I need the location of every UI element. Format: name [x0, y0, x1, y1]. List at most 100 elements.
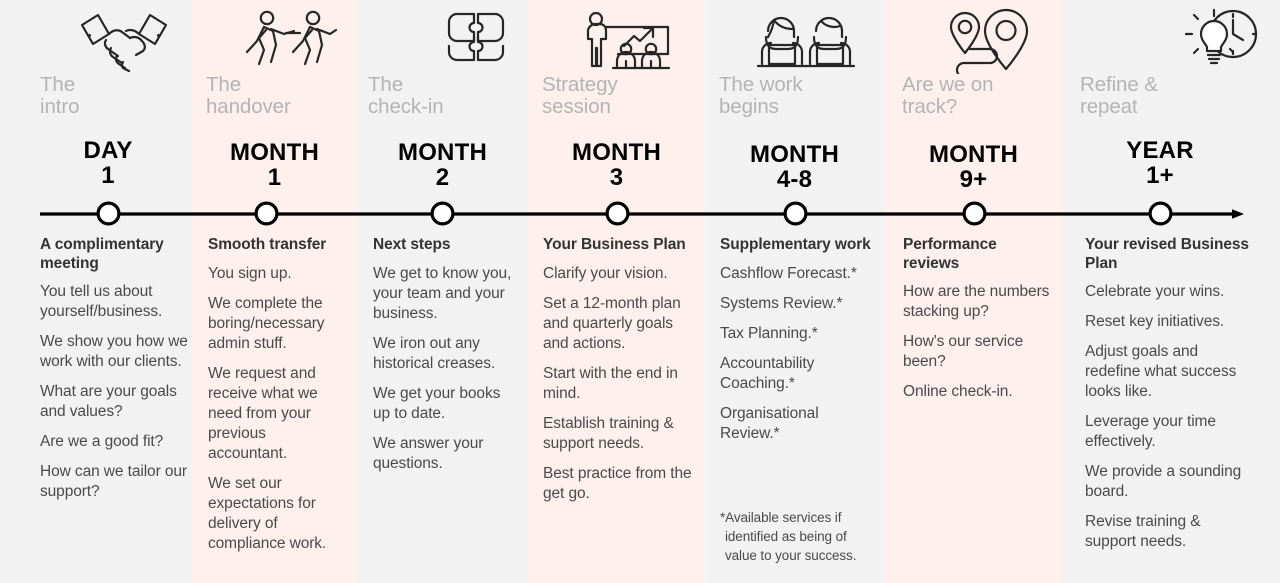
body-heading: Your revised Business Plan [1085, 236, 1249, 272]
two-people-laptops-icon [750, 8, 860, 78]
stage-body: Smooth transfer You sign up. We complete… [208, 236, 349, 554]
body-item: Are we a good fit? [40, 433, 164, 450]
body-item: We show you how we work with our clients… [40, 333, 188, 370]
body-item: We get to know you, your team and your b… [373, 264, 512, 322]
body-item: Celebrate your wins. [1085, 283, 1225, 300]
stage-work-begins: The work begins MONTH 4-8 Supplementary … [705, 0, 884, 583]
body-heading: Your Business Plan [543, 236, 686, 253]
body-item: Systems Review.* [720, 294, 843, 312]
stage-footnote: *Available services if identified as bei… [720, 510, 857, 563]
stage-when-value: 1+ [1146, 162, 1174, 189]
stage-when-value: 1 [101, 162, 115, 189]
stage-when: MONTH 1 [192, 140, 357, 191]
stage-when-value: 2 [435, 164, 450, 191]
body-item: Adjust goals and redefine what success l… [1085, 343, 1237, 400]
body-item: Leverage your time effectively. [1085, 413, 1216, 450]
stage-when-unit: MONTH [929, 141, 1018, 168]
map-pins-route-icon [946, 8, 1034, 78]
body-item: How's our service been? [903, 333, 1024, 370]
stage-when: DAY 1 [40, 138, 176, 189]
body-item: Set a 12-month plan and quarterly goals … [543, 294, 681, 352]
body-item: Revise training & support needs. [1085, 513, 1201, 550]
timeline-node [96, 201, 121, 226]
stage-body: Your revised Business Plan Celebrate you… [1085, 236, 1251, 552]
stage-when: MONTH 2 [357, 140, 528, 191]
body-item: We iron out any historical creases. [373, 334, 496, 372]
body-item: Start with the end in mind. [543, 364, 678, 402]
stage-when-unit: MONTH [398, 139, 487, 166]
body-item: Best practice from the get go. [543, 464, 692, 502]
body-item: We get your books up to date. [373, 384, 501, 422]
stage-when: MONTH 4-8 [705, 142, 884, 193]
band-col-3 [357, 0, 528, 583]
body-item: Clarify your vision. [543, 264, 668, 282]
stage-when: YEAR 1+ [1063, 138, 1257, 189]
stage-body: Your Business Plan Clarify your vision. … [543, 236, 698, 504]
stage-body: Performance reviews How are the numbers … [903, 236, 1053, 402]
body-item: Establish training & support needs. [543, 414, 674, 452]
stage-kicker: The handover [206, 73, 291, 118]
stage-kicker: Refine & repeat [1080, 73, 1158, 118]
body-heading: Supplementary work [720, 236, 871, 253]
stage-kicker: Are we on track? [902, 73, 994, 118]
body-item: We request and receive what we need from… [208, 364, 318, 462]
stage-body: A complimentary meeting You tell us abou… [40, 236, 192, 502]
stage-refine-repeat: Refine & repeat YEAR 1+ Your revised Bus… [1063, 0, 1280, 583]
band-col-7 [1063, 0, 1280, 583]
timeline-node [1148, 201, 1173, 226]
band-col-4 [528, 0, 705, 583]
stage-check-in: The check-in MONTH 2 Next steps We get t… [357, 0, 528, 583]
stage-when-value: 4-8 [776, 166, 813, 193]
body-item: Online check-in. [903, 383, 1013, 400]
stage-body: Supplementary work Cashflow Forecast.* S… [720, 236, 882, 444]
stage-when-unit: MONTH [750, 141, 839, 168]
stage-when-unit: MONTH [230, 139, 319, 166]
stage-when-unit: MONTH [572, 139, 661, 166]
band-col-6 [884, 0, 1063, 583]
body-heading: Next steps [373, 236, 451, 253]
stage-body: Next steps We get to know you, your team… [373, 236, 520, 474]
stage-when-unit: YEAR [1126, 137, 1194, 164]
body-item: How can we tailor our support? [40, 463, 187, 500]
timeline-node [783, 201, 808, 226]
body-item: Cashflow Forecast.* [720, 264, 857, 282]
body-item: We answer your questions. [373, 434, 484, 472]
stage-kicker: Strategy session [542, 73, 618, 118]
stage-on-track: Are we on track? MONTH 9+ Performance re… [884, 0, 1063, 583]
body-item: You sign up. [208, 264, 292, 282]
stage-kicker: The work begins [719, 73, 803, 118]
body-item: Organisational Review.* [720, 404, 819, 442]
band-col-5 [705, 0, 884, 583]
body-item: We provide a sounding board. [1085, 463, 1242, 500]
stage-kicker: The check-in [368, 73, 444, 118]
body-item: How are the numbers stacking up? [903, 283, 1050, 320]
body-heading: A complimentary meeting [40, 236, 164, 272]
puzzle-icon [443, 8, 509, 78]
body-item: Tax Planning.* [720, 324, 818, 342]
body-item: Reset key initiatives. [1085, 313, 1225, 330]
timeline-node [605, 201, 630, 226]
body-heading: Performance reviews [903, 236, 997, 272]
timeline-node [254, 201, 279, 226]
stage-when: MONTH 3 [528, 140, 705, 191]
handshake-icon [78, 8, 170, 78]
body-item: You tell us about yourself/business. [40, 283, 163, 320]
relay-runners-icon [240, 8, 340, 78]
body-item: Accountability Coaching.* [720, 354, 815, 392]
stage-kicker: The intro [40, 73, 80, 118]
stage-when-value: 3 [609, 164, 624, 191]
body-item: We complete the boring/necessary admin s… [208, 294, 325, 352]
band-col-1 [0, 0, 192, 583]
stage-when: MONTH 9+ [884, 142, 1063, 193]
band-col-2 [192, 0, 357, 583]
stage-when-value: 1 [267, 164, 282, 191]
stage-handover: The handover MONTH 1 Smooth transfer You… [192, 0, 357, 583]
body-heading: Smooth transfer [208, 236, 327, 253]
timeline-node [430, 201, 455, 226]
presentation-icon [580, 8, 674, 78]
stage-intro: The intro DAY 1 A complimentary meeting … [0, 0, 192, 583]
stage-when-value: 9+ [959, 166, 988, 193]
body-item: What are your goals and values? [40, 383, 177, 420]
stage-strategy-session: Strategy session MONTH 3 Your Business P… [528, 0, 705, 583]
